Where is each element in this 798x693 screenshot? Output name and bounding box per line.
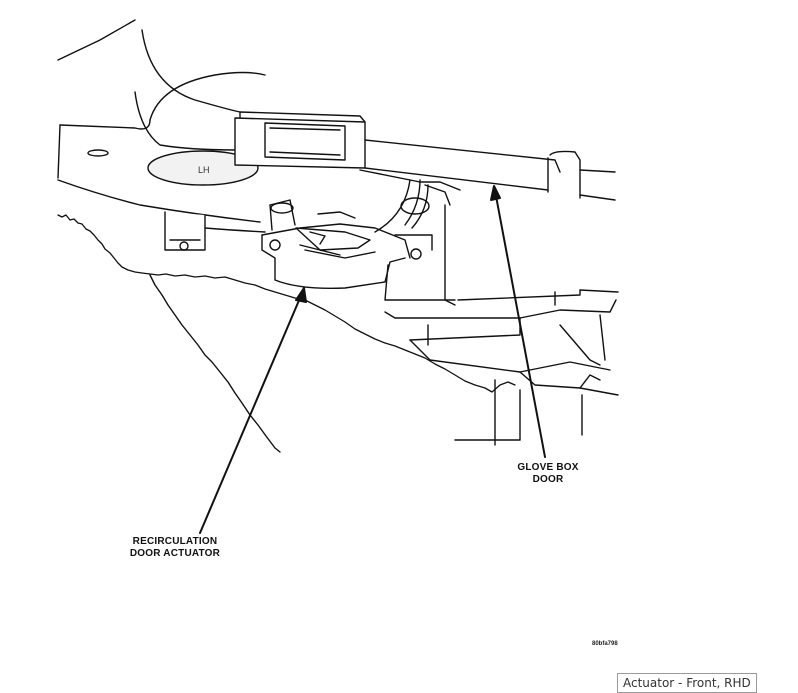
figure-id: 80bfa798 bbox=[592, 641, 618, 647]
leader-lines bbox=[199, 185, 546, 534]
label-line: DOOR ACTUATOR bbox=[129, 548, 221, 559]
trim-cutaway-edge bbox=[57, 214, 516, 393]
lower-bracket bbox=[384, 204, 619, 446]
glove-arrowhead bbox=[490, 185, 501, 201]
recirc-leader bbox=[199, 297, 301, 534]
trim-fold-line bbox=[149, 274, 281, 453]
label-line: RECIRCULATION bbox=[132, 536, 218, 547]
actuator-assembly bbox=[164, 179, 451, 289]
recirc-arrowhead bbox=[295, 287, 307, 303]
glove-box-door-label: GLOVE BOX DOOR bbox=[508, 462, 588, 486]
glove-box-door bbox=[234, 111, 616, 201]
dash-panel: LH bbox=[57, 19, 266, 223]
label-line: DOOR bbox=[532, 474, 564, 485]
image-caption: Actuator - Front, RHD bbox=[617, 673, 757, 693]
label-line: GLOVE BOX bbox=[517, 462, 579, 473]
lh-emboss: LH bbox=[198, 165, 210, 175]
recirculation-door-actuator-label: RECIRCULATION DOOR ACTUATOR bbox=[112, 536, 238, 560]
glove-leader bbox=[495, 195, 546, 458]
